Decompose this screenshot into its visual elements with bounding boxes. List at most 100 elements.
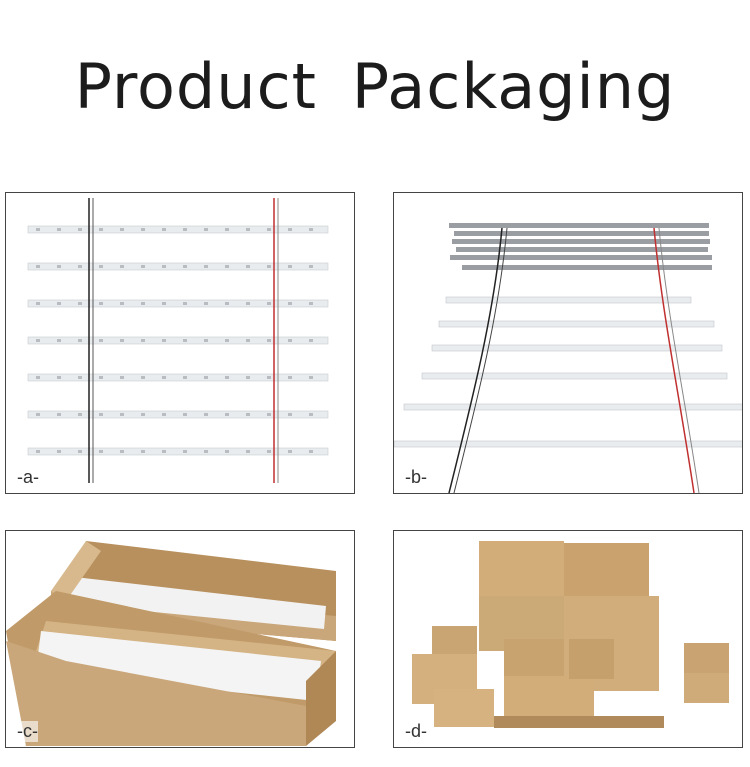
led-strip [27, 225, 329, 234]
led-chip [225, 265, 229, 268]
led-chip [57, 413, 61, 416]
led-strip [421, 372, 728, 380]
led-chip [225, 413, 229, 416]
led-chip [309, 228, 313, 231]
led-chip [267, 450, 271, 453]
led-strip [27, 447, 329, 456]
led-chip [162, 228, 166, 231]
led-strip [27, 373, 329, 382]
led-chip [36, 450, 40, 453]
led-chip [120, 450, 124, 453]
led-strip [445, 296, 692, 304]
led-chip [36, 302, 40, 305]
led-chip [162, 413, 166, 416]
led-chip [309, 339, 313, 342]
led-chip [36, 413, 40, 416]
led-chip [288, 265, 292, 268]
led-chip [162, 339, 166, 342]
led-chip [246, 265, 250, 268]
led-strip [438, 320, 715, 328]
led-chip [78, 376, 82, 379]
led-chip [204, 413, 208, 416]
led-chip [141, 413, 145, 416]
led-strip [431, 344, 723, 352]
led-chip [225, 450, 229, 453]
led-chip [162, 302, 166, 305]
led-chip [225, 302, 229, 305]
page-title: Product Packaging [74, 50, 676, 123]
led-strip [403, 403, 742, 411]
led-chip [246, 376, 250, 379]
led-chip [36, 265, 40, 268]
led-chip [57, 376, 61, 379]
led-chip [183, 302, 187, 305]
panel-b: -b- [393, 192, 743, 494]
panel-label-d: -d- [405, 721, 427, 742]
led-chip [141, 339, 145, 342]
led-chip [78, 228, 82, 231]
led-chip [267, 339, 271, 342]
stacked-strip [450, 255, 712, 260]
panel-label-c: -c- [17, 721, 38, 742]
stacked-strip [462, 265, 712, 270]
led-chip [36, 339, 40, 342]
panel-label-a: -a- [17, 467, 39, 488]
led-strip [27, 299, 329, 308]
led-chip [309, 302, 313, 305]
led-chip [183, 339, 187, 342]
panel-c: -c- [5, 530, 355, 748]
led-chip [288, 228, 292, 231]
led-chip [225, 339, 229, 342]
led-chip [246, 450, 250, 453]
led-chip [267, 376, 271, 379]
led-chip [288, 302, 292, 305]
led-chip [120, 265, 124, 268]
led-chip [267, 302, 271, 305]
led-chip [246, 228, 250, 231]
led-chip [204, 228, 208, 231]
stacked-strip [452, 239, 710, 244]
led-chip [309, 450, 313, 453]
led-chip [183, 265, 187, 268]
panel-label-b: -b- [405, 467, 427, 488]
led-chip [99, 339, 103, 342]
stacked-boxes-image [412, 541, 729, 728]
led-chip [183, 413, 187, 416]
led-chip [141, 376, 145, 379]
led-chip [57, 450, 61, 453]
led-chip [288, 339, 292, 342]
led-chip [78, 339, 82, 342]
led-chip [141, 228, 145, 231]
led-chip [204, 450, 208, 453]
led-chip [225, 376, 229, 379]
led-chip [204, 339, 208, 342]
panel-a: -a- [5, 192, 355, 494]
led-chip [57, 228, 61, 231]
led-chip [99, 265, 103, 268]
led-chip [204, 376, 208, 379]
led-chip [99, 376, 103, 379]
led-chip [309, 265, 313, 268]
led-chip [183, 376, 187, 379]
stacked-strip [456, 247, 708, 252]
led-chip [267, 265, 271, 268]
led-chip [120, 339, 124, 342]
led-chip [309, 376, 313, 379]
led-chip [288, 450, 292, 453]
led-chip [141, 302, 145, 305]
led-chip [246, 302, 250, 305]
led-strip [394, 440, 742, 448]
led-chip [267, 413, 271, 416]
led-chip [36, 376, 40, 379]
led-chip [78, 302, 82, 305]
led-chip [78, 413, 82, 416]
led-strip [27, 410, 329, 419]
led-chip [204, 302, 208, 305]
led-chip [99, 302, 103, 305]
led-chip [57, 265, 61, 268]
led-chip [162, 265, 166, 268]
led-chip [99, 413, 103, 416]
led-chip [246, 339, 250, 342]
led-strips-flat-image [27, 198, 329, 483]
stacked-strip [449, 223, 709, 228]
